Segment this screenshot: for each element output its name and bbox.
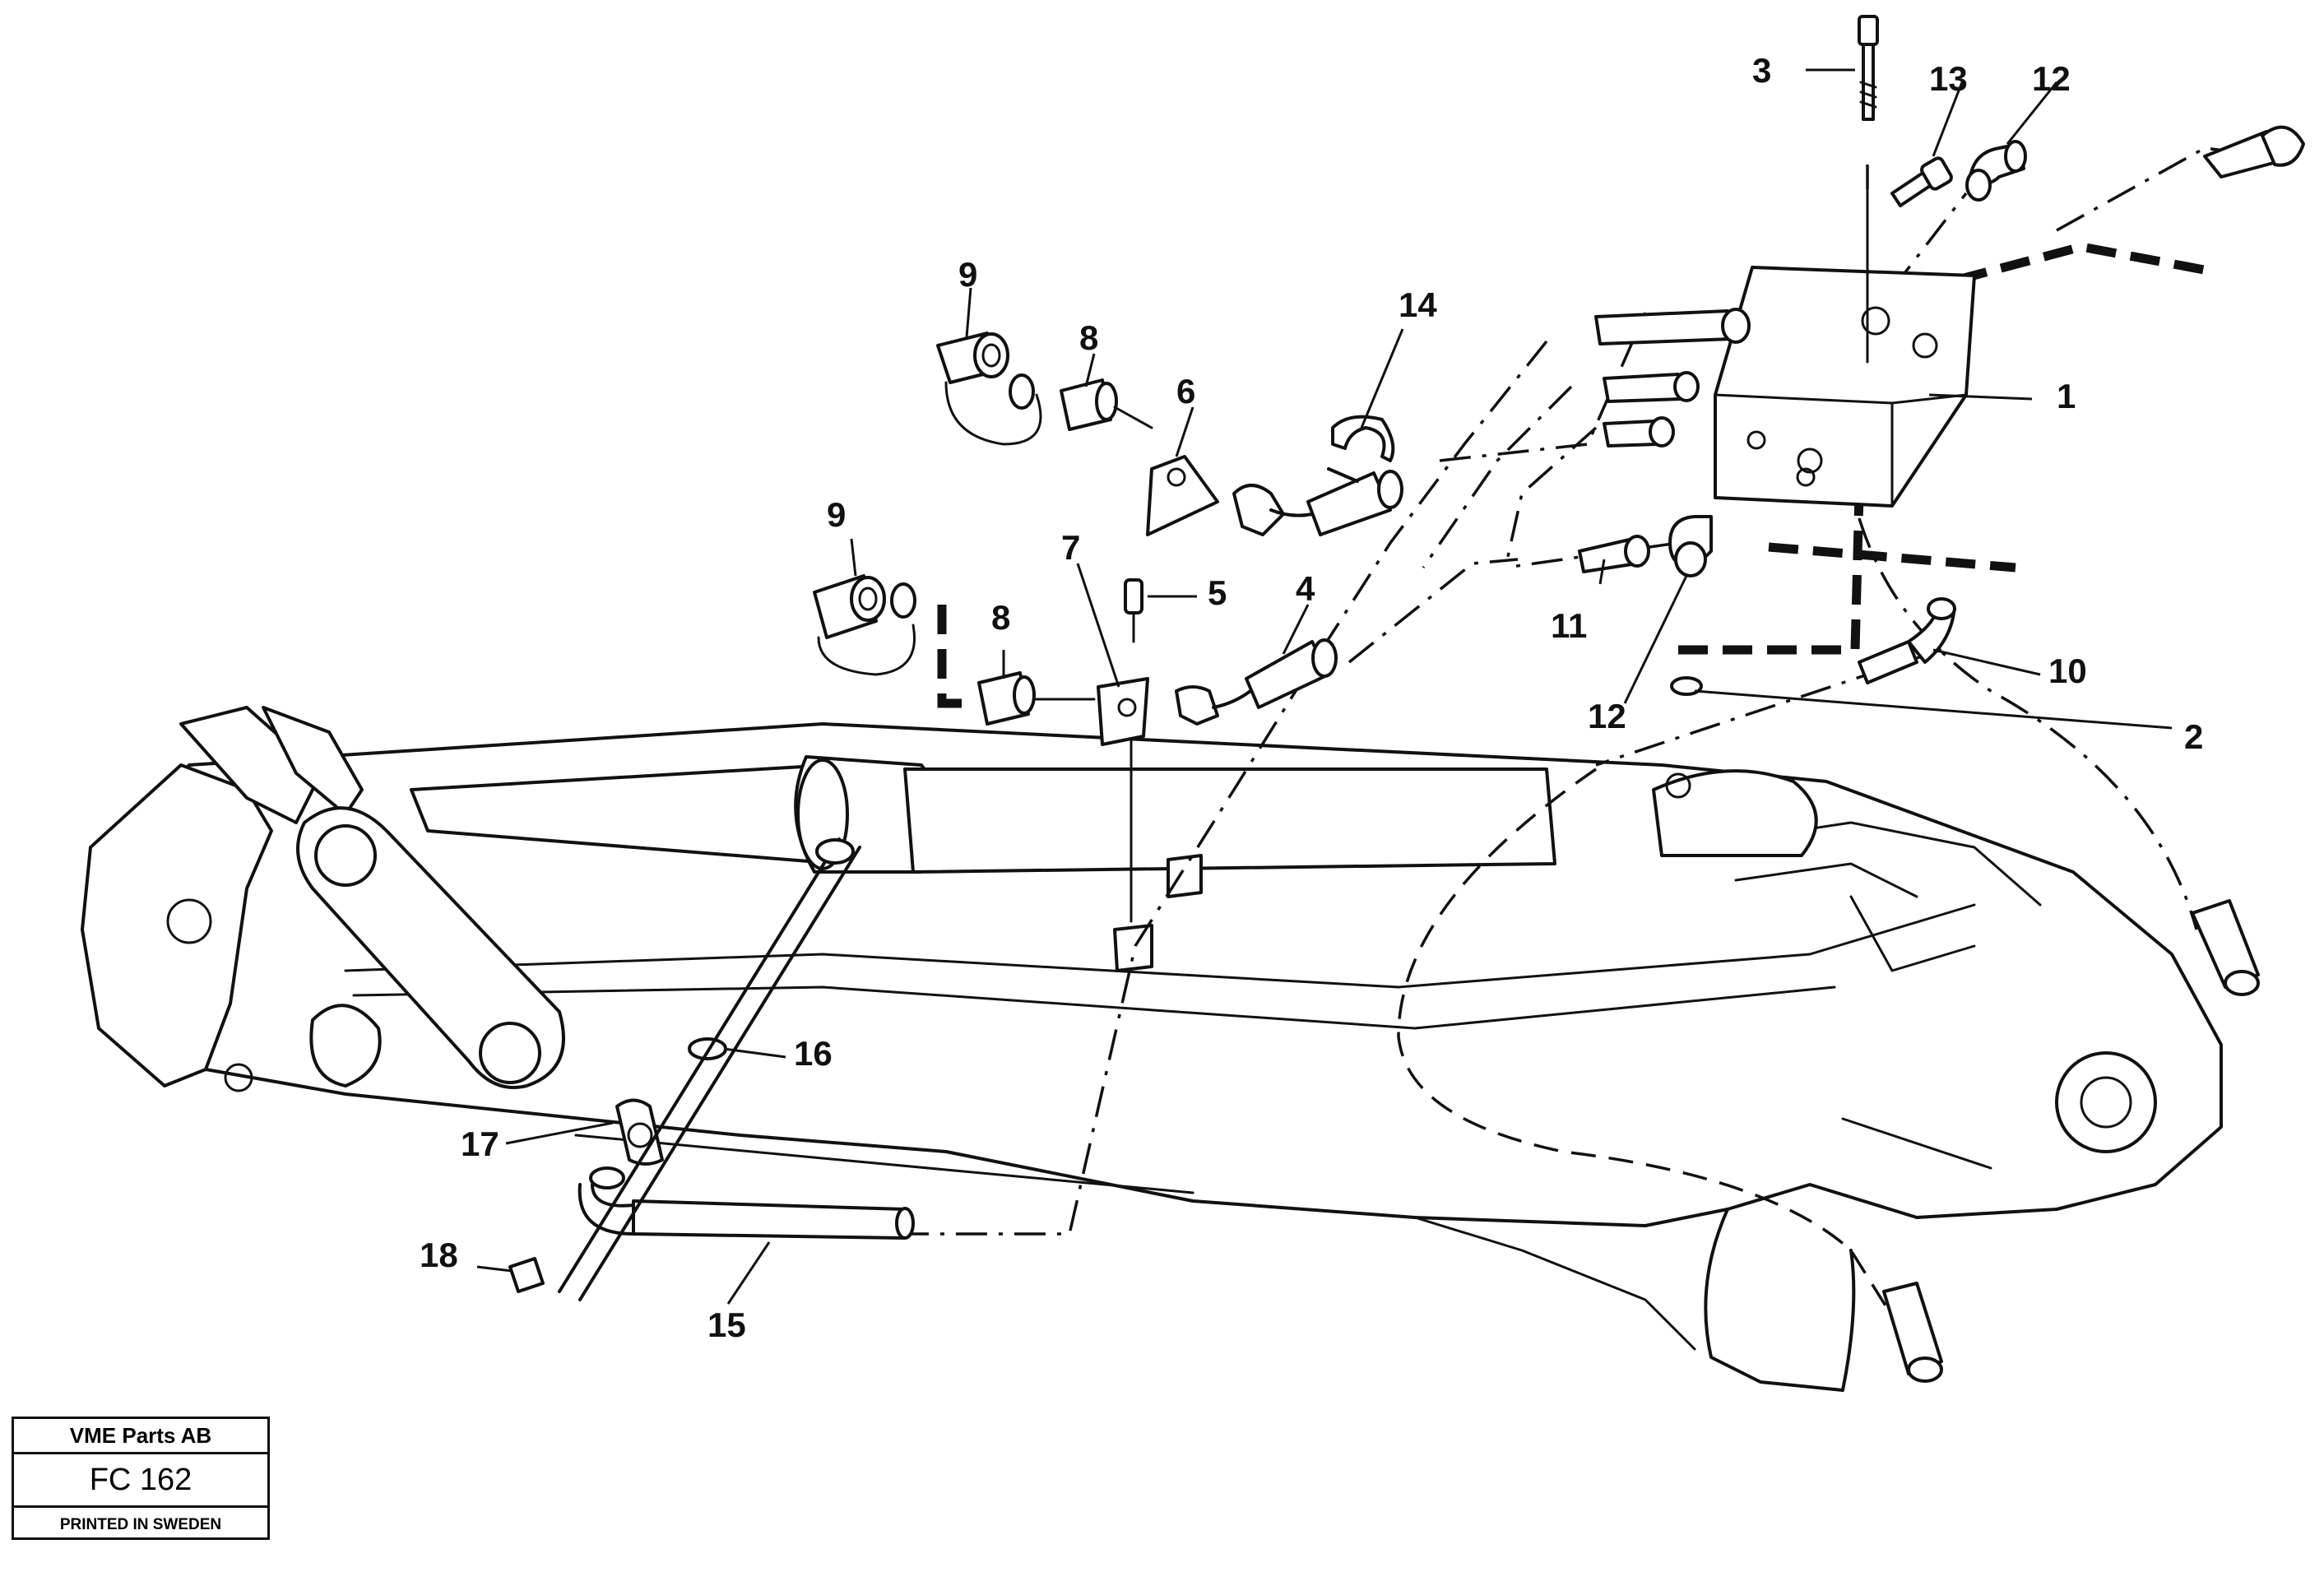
callout-16: 16	[794, 1034, 833, 1073]
callout-2: 2	[2184, 717, 2203, 756]
callout-14: 14	[1399, 285, 1437, 324]
block-side-fittings	[1578, 308, 1751, 577]
callout-12-upper: 12	[2032, 59, 2071, 98]
callout-3: 3	[1752, 51, 1771, 90]
callout-6: 6	[1176, 372, 1195, 410]
hose-10	[1858, 597, 2260, 1383]
callout-9-lower: 9	[827, 495, 846, 534]
callout-12-lower: 12	[1588, 697, 1626, 735]
valve-block	[1714, 188, 1976, 508]
upper-coupling-assembly	[936, 332, 1403, 536]
printed-note: PRINTED IN SWEDEN	[59, 1516, 222, 1533]
leader-lines	[476, 68, 2173, 1305]
callout-5: 5	[1208, 573, 1227, 612]
callout-8-lower: 8	[991, 598, 1010, 637]
hose-15-and-clamp	[508, 837, 915, 1301]
callout-11: 11	[1551, 606, 1587, 645]
callout-13: 13	[1929, 59, 1968, 98]
company-name: VME Parts AB	[14, 1419, 267, 1454]
callout-15: 15	[707, 1305, 746, 1344]
fittings-top	[1890, 125, 2305, 207]
callout-8-upper: 8	[1079, 318, 1098, 357]
callout-10: 10	[2048, 652, 2087, 690]
lower-coupling-assembly	[813, 574, 1338, 746]
callout-4: 4	[1296, 569, 1315, 608]
callout-17: 17	[461, 1125, 499, 1163]
callout-7: 7	[1061, 528, 1080, 567]
bolt-3	[1858, 15, 1879, 121]
callout-labels: 1 2 3 4 5 6 7 8 8 9 9 10 11 12 12 13 14 …	[420, 51, 2203, 1344]
figure-code: FC 162	[14, 1454, 267, 1508]
callout-18: 18	[420, 1236, 458, 1274]
title-block: VME Parts AB FC 162 PRINTED IN SWEDEN	[12, 1417, 270, 1540]
callout-9-upper: 9	[958, 255, 977, 294]
callout-1: 1	[2057, 377, 2076, 415]
o-ring-2	[1670, 676, 1703, 696]
